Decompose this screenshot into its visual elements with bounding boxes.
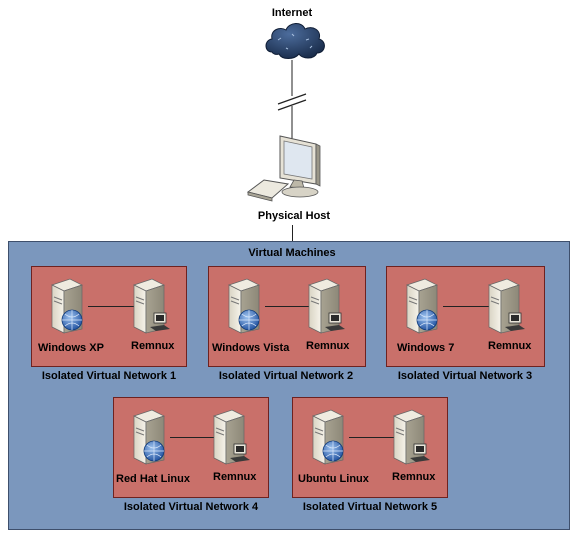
workstation-icon	[246, 135, 321, 202]
server-globe-icon	[228, 278, 260, 334]
internet-link	[277, 60, 307, 142]
network-2-box: Windows Vista Remnux	[208, 266, 366, 367]
cloud-icon	[265, 23, 325, 59]
internet-label: Internet	[271, 7, 313, 19]
network-1-guest-label: Windows XP	[38, 342, 104, 354]
network-4-guest-label: Red Hat Linux	[116, 473, 190, 485]
network-2-guest-label: Windows Vista	[212, 342, 290, 354]
network-4-connection	[170, 437, 220, 438]
server-workstation-icon	[308, 278, 345, 334]
network-4-box: Red Hat Linux Remnux	[113, 397, 269, 498]
virtual-machines-area: Virtual Machines Windows XP Remnux Isola…	[8, 241, 570, 530]
network-1-title: Isolated Virtual Network 1	[41, 370, 177, 382]
network-3-connection	[443, 306, 493, 307]
server-globe-icon	[133, 409, 165, 465]
server-globe-icon	[406, 278, 438, 334]
network-5-title: Isolated Virtual Network 5	[302, 501, 438, 513]
network-5-connection	[349, 437, 399, 438]
server-globe-icon	[51, 278, 83, 334]
network-1-box: Windows XP Remnux	[31, 266, 187, 367]
server-workstation-icon	[213, 409, 250, 465]
network-3-analyzer-label: Remnux	[488, 340, 532, 352]
network-3-box: Windows 7 Remnux	[386, 266, 545, 367]
server-globe-icon	[312, 409, 344, 465]
network-2-analyzer-label: Remnux	[306, 340, 350, 352]
server-workstation-icon	[488, 278, 525, 334]
server-workstation-icon	[393, 409, 430, 465]
network-1-connection	[88, 306, 140, 307]
network-4-analyzer-label: Remnux	[213, 471, 257, 483]
network-3-guest-label: Windows 7	[397, 342, 455, 354]
network-1-analyzer-label: Remnux	[131, 340, 175, 352]
network-4-title: Isolated Virtual Network 4	[123, 501, 259, 513]
virtual-machines-label: Virtual Machines	[248, 247, 336, 259]
host-to-vm-link	[292, 225, 293, 241]
network-2-title: Isolated Virtual Network 2	[218, 370, 354, 382]
network-5-box: Ubuntu Linux Remnux	[292, 397, 448, 498]
network-5-guest-label: Ubuntu Linux	[298, 473, 369, 485]
network-3-title: Isolated Virtual Network 3	[397, 370, 533, 382]
physical-host-label: Physical Host	[257, 210, 331, 222]
network-2-connection	[265, 306, 311, 307]
server-workstation-icon	[133, 278, 170, 334]
network-5-analyzer-label: Remnux	[392, 471, 436, 483]
